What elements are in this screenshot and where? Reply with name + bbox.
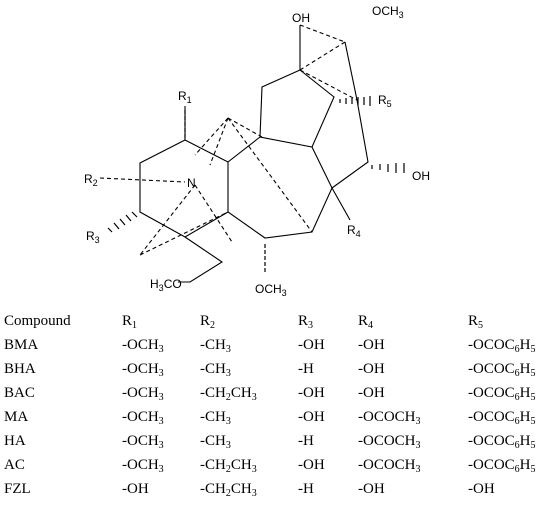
- cell-r5: -OCOC6H5: [468, 409, 536, 427]
- cell-compound: BHA: [4, 361, 36, 377]
- cell-r2: -CH3: [200, 409, 231, 427]
- cell-compound: HA: [4, 433, 26, 449]
- chemical-structure-diagram: OH OCH3 R1 R5 R2 N OH R3 R4 H3CO OCH3: [84, 4, 430, 298]
- table-row: HA -OCH3 -CH3 -H -OCOCH3 -OCOC6H5: [4, 429, 550, 453]
- cell-r4: -OCOCH3: [358, 457, 421, 475]
- header-compound: Compound: [4, 313, 71, 329]
- table-row: BMA -OCH3 -CH3 -OH -OH -OCOC6H5: [4, 333, 550, 357]
- cell-r3: -OH: [298, 409, 325, 425]
- och3-top-label: OCH3: [372, 4, 404, 20]
- cell-r4: -OCOCH3: [358, 409, 421, 427]
- cell-compound: FZL: [4, 481, 31, 497]
- r3-label: R3: [86, 229, 100, 245]
- och3-bottom-label: OCH3: [255, 282, 287, 298]
- cell-compound: BAC: [4, 385, 35, 401]
- cell-compound: MA: [4, 409, 29, 425]
- r2-label: R2: [84, 172, 98, 188]
- table-header-row: Compound R1 R2 R3 R4 R5: [4, 309, 550, 333]
- header-r4: R4: [358, 313, 374, 331]
- skeleton-bonds: [139, 25, 369, 283]
- cell-r5: -OCOC6H5: [468, 457, 536, 475]
- table-row: BHA -OCH3 -CH3 -H -OH -OCOC6H5: [4, 357, 550, 381]
- cell-r4: -OH: [358, 361, 385, 377]
- cell-r4: -OH: [358, 481, 385, 497]
- cell-r1: -OCH3: [122, 337, 164, 355]
- cell-compound: BMA: [4, 337, 39, 353]
- header-r3: R3: [298, 313, 314, 331]
- cell-r1: -OCH3: [122, 361, 164, 379]
- stereo-dashed-bonds: [99, 24, 358, 256]
- cell-r2: -CH3: [200, 337, 231, 355]
- cell-r5: -OCOC6H5: [468, 361, 536, 379]
- cell-r5: -OH: [468, 481, 495, 497]
- cell-r2: -CH2CH3: [200, 385, 257, 403]
- h3co-label: H3CO: [150, 277, 182, 293]
- header-r5: R5: [468, 313, 484, 331]
- cell-r5: -OCOC6H5: [468, 337, 536, 355]
- cell-r4: -OH: [358, 385, 385, 401]
- cell-r2: -CH3: [200, 433, 231, 451]
- cell-r1: -OCH3: [122, 457, 164, 475]
- cell-r1: -OCH3: [122, 385, 164, 403]
- substituent-table: Compound R1 R2 R3 R4 R5 BMA -OCH3 -CH3 -OH -…: [4, 309, 550, 501]
- cell-r1: -OH: [122, 481, 149, 497]
- cell-r4: -OH: [358, 337, 385, 353]
- r4-label: R4: [347, 223, 361, 239]
- table-row: FZL -OH -CH2CH3 -H -OH -OH: [4, 477, 550, 501]
- hashed-wedge-bonds: [107, 96, 405, 272]
- cell-r3: -H: [298, 361, 314, 377]
- header-r2: R2: [200, 313, 216, 331]
- cell-r3: -OH: [298, 385, 325, 401]
- table-row: AC -OCH3 -CH2CH3 -OH -OCOCH3 -OCOC6H5: [4, 453, 550, 477]
- cell-r5: -OCOC6H5: [468, 433, 536, 451]
- nitrogen-label: N: [187, 176, 196, 190]
- cell-r3: -OH: [298, 337, 325, 353]
- cell-r3: -H: [298, 481, 314, 497]
- cell-r1: -OCH3: [122, 433, 164, 451]
- cell-compound: AC: [4, 457, 25, 473]
- header-r1: R1: [122, 313, 138, 331]
- cell-r3: -H: [298, 433, 314, 449]
- table-row: MA -OCH3 -CH3 -OH -OCOCH3 -OCOC6H5: [4, 405, 550, 429]
- r1-label: R1: [178, 89, 192, 105]
- cell-r5: -OCOC6H5: [468, 385, 536, 403]
- table-row: BAC -OCH3 -CH2CH3 -OH -OH -OCOC6H5: [4, 381, 550, 405]
- cell-r2: -CH2CH3: [200, 457, 257, 475]
- cell-r4: -OCOCH3: [358, 433, 421, 451]
- cell-r3: -OH: [298, 457, 325, 473]
- r5-label: R5: [378, 93, 392, 109]
- cell-r2: -CH2CH3: [200, 481, 257, 499]
- cell-r2: -CH3: [200, 361, 231, 379]
- oh-top-label: OH: [292, 11, 310, 25]
- cell-r1: -OCH3: [122, 409, 164, 427]
- oh-right-label: OH: [412, 169, 430, 183]
